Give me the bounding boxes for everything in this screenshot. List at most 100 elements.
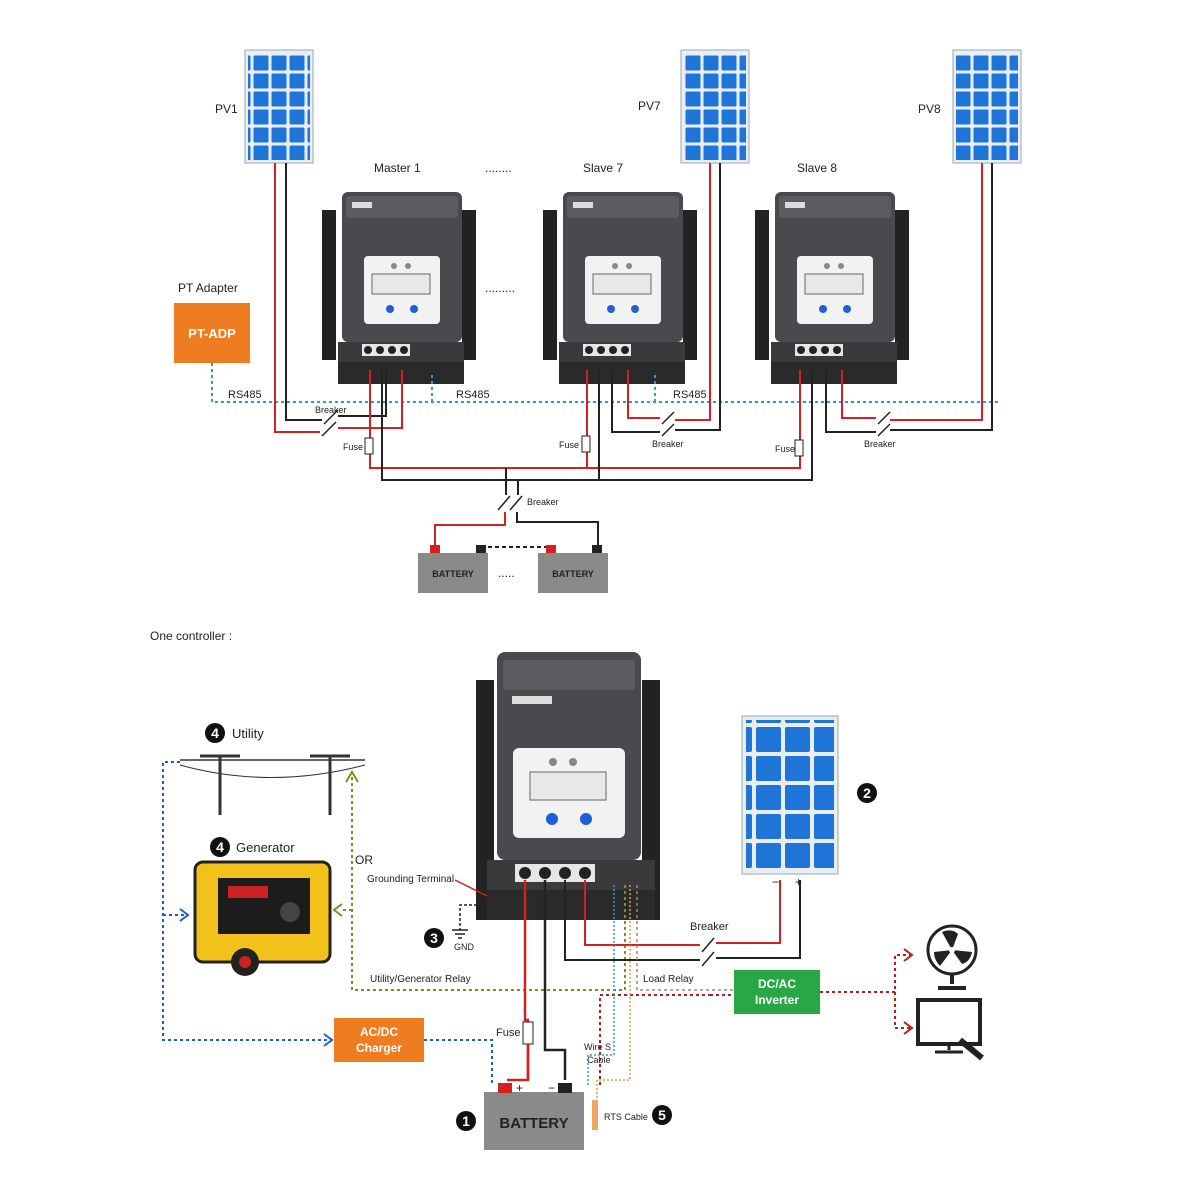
fuse-bottom <box>522 1021 534 1045</box>
rts-cable-line <box>596 885 631 1100</box>
wire-s-label-1: Wire S <box>584 1042 611 1052</box>
solar-panel-pv1 <box>244 49 314 164</box>
svg-text:3: 3 <box>430 930 438 946</box>
utility-poles <box>179 754 366 815</box>
pv1-label: PV1 <box>215 102 238 116</box>
svg-text:5: 5 <box>658 1107 666 1123</box>
battery-main-label: BATTERY <box>499 1115 568 1132</box>
top-multi-controller-section: PV1 PV7 PV8 Master 1 ........ Slave 7 Sl… <box>174 49 1022 593</box>
svg-text:DC/AC: DC/AC <box>758 977 796 991</box>
grounding-terminal-label: Grounding Terminal <box>367 874 454 885</box>
pv1-negative-wire <box>285 163 387 421</box>
fan-icon <box>926 924 978 990</box>
battery-ellipsis: ..... <box>498 566 515 580</box>
badge-2-panel: 2 <box>857 783 877 803</box>
fuse-slave7 <box>581 435 591 453</box>
battery-negative-bus <box>381 370 813 481</box>
battery-2-top: BATTERY <box>538 545 608 593</box>
wire-s-cable <box>587 885 615 1085</box>
monitor-icon <box>916 998 984 1061</box>
utility-label: Utility <box>232 726 264 741</box>
fuse-label-1: Fuse <box>343 442 363 452</box>
controller-master-1 <box>321 191 477 385</box>
battery-2-label: BATTERY <box>552 569 594 579</box>
fuse-label-bottom: Fuse <box>496 1027 520 1039</box>
rts-sensor <box>592 1100 598 1130</box>
svg-text:1: 1 <box>462 1113 470 1129</box>
panel-negative-wire <box>564 880 801 961</box>
load-relay-label: Load Relay <box>643 974 694 985</box>
pv8-positive-wire <box>841 163 983 421</box>
grounding-arrow <box>454 879 488 897</box>
dc-ac-inverter: DC/AC Inverter <box>734 970 820 1014</box>
pv8-negative-wire <box>825 163 993 433</box>
battery-negative-wire <box>543 880 567 1080</box>
charger-output-line <box>424 1039 493 1085</box>
rs485-label-3: RS485 <box>673 389 707 401</box>
badge-1-battery: 1 <box>456 1111 476 1131</box>
svg-text:4: 4 <box>216 839 224 855</box>
battery-1-top: BATTERY <box>418 545 488 593</box>
pv7-positive-wire <box>627 163 711 421</box>
wire-s-label-2: Cable <box>587 1055 611 1065</box>
breaker-label-master: Breaker <box>315 405 347 415</box>
pt-adp-box: PT-ADP <box>174 303 250 363</box>
pv7-label: PV7 <box>638 99 661 113</box>
badge-4-generator: 4 <box>210 837 230 857</box>
svg-text:2: 2 <box>863 785 871 801</box>
fuse-master <box>364 437 374 455</box>
battery-1-label: BATTERY <box>432 569 474 579</box>
slave-7-label: Slave 7 <box>583 161 623 175</box>
rs485-line <box>211 363 1000 403</box>
load-relay-line <box>636 885 735 991</box>
fuse-label-3: Fuse <box>775 444 795 454</box>
bottom-single-controller-section: One controller : − + <box>150 629 984 1150</box>
generator-label: Generator <box>236 840 295 855</box>
pt-adapter-label: PT Adapter <box>178 281 238 295</box>
rs485-label-1: RS485 <box>228 389 262 401</box>
badge-3-gnd: 3 <box>424 928 444 948</box>
svg-text:AC/DC: AC/DC <box>360 1025 398 1039</box>
or-label: OR <box>355 853 373 867</box>
slave-8-label: Slave 8 <box>797 161 837 175</box>
panel-positive-wire <box>584 880 781 946</box>
solar-panel-pv8 <box>952 49 1022 164</box>
breaker-label-slave8: Breaker <box>864 439 896 449</box>
solar-panel-pv7 <box>680 49 750 164</box>
badge-4-utility: 4 <box>205 723 225 743</box>
breaker-label-slave7: Breaker <box>652 439 684 449</box>
controller-slave-8 <box>754 191 910 385</box>
battery-positive-bus <box>369 370 801 469</box>
controller-slave-7 <box>542 191 698 385</box>
breaker-label-main: Breaker <box>527 497 559 507</box>
generator <box>193 860 332 976</box>
battery-plus: + <box>516 1081 523 1095</box>
master-1-label: Master 1 <box>374 161 421 175</box>
svg-text:4: 4 <box>211 725 219 741</box>
controller-main <box>476 652 660 920</box>
pv8-label: PV8 <box>918 102 941 116</box>
inverter-output-line <box>820 954 910 1029</box>
panel-minus: − <box>772 875 779 889</box>
gnd-label: GND <box>454 942 475 952</box>
charger-input-line <box>162 761 332 1041</box>
ellipsis-top: ........ <box>485 161 512 175</box>
fuse-slave8 <box>794 439 804 457</box>
battery-main: BATTERY <box>484 1083 584 1150</box>
ac-dc-charger: AC/DC Charger <box>334 1018 424 1062</box>
utility-generator-relay-line <box>351 775 626 991</box>
one-controller-title: One controller : <box>150 629 232 643</box>
gnd-symbol <box>452 929 468 939</box>
svg-text:Charger: Charger <box>356 1041 402 1055</box>
pt-adp-box-label: PT-ADP <box>188 326 236 341</box>
rts-cable-label: RTS Cable <box>604 1112 648 1122</box>
ellipsis-mid: ......... <box>485 281 515 295</box>
badge-5-rts: 5 <box>652 1105 672 1125</box>
pv7-negative-wire <box>611 163 721 433</box>
svg-text:Inverter: Inverter <box>755 993 799 1007</box>
battery-minus: − <box>548 1081 555 1095</box>
pv1-positive-wire <box>274 163 403 433</box>
rs485-label-2: RS485 <box>456 389 490 401</box>
solar-panel-main <box>741 715 839 875</box>
